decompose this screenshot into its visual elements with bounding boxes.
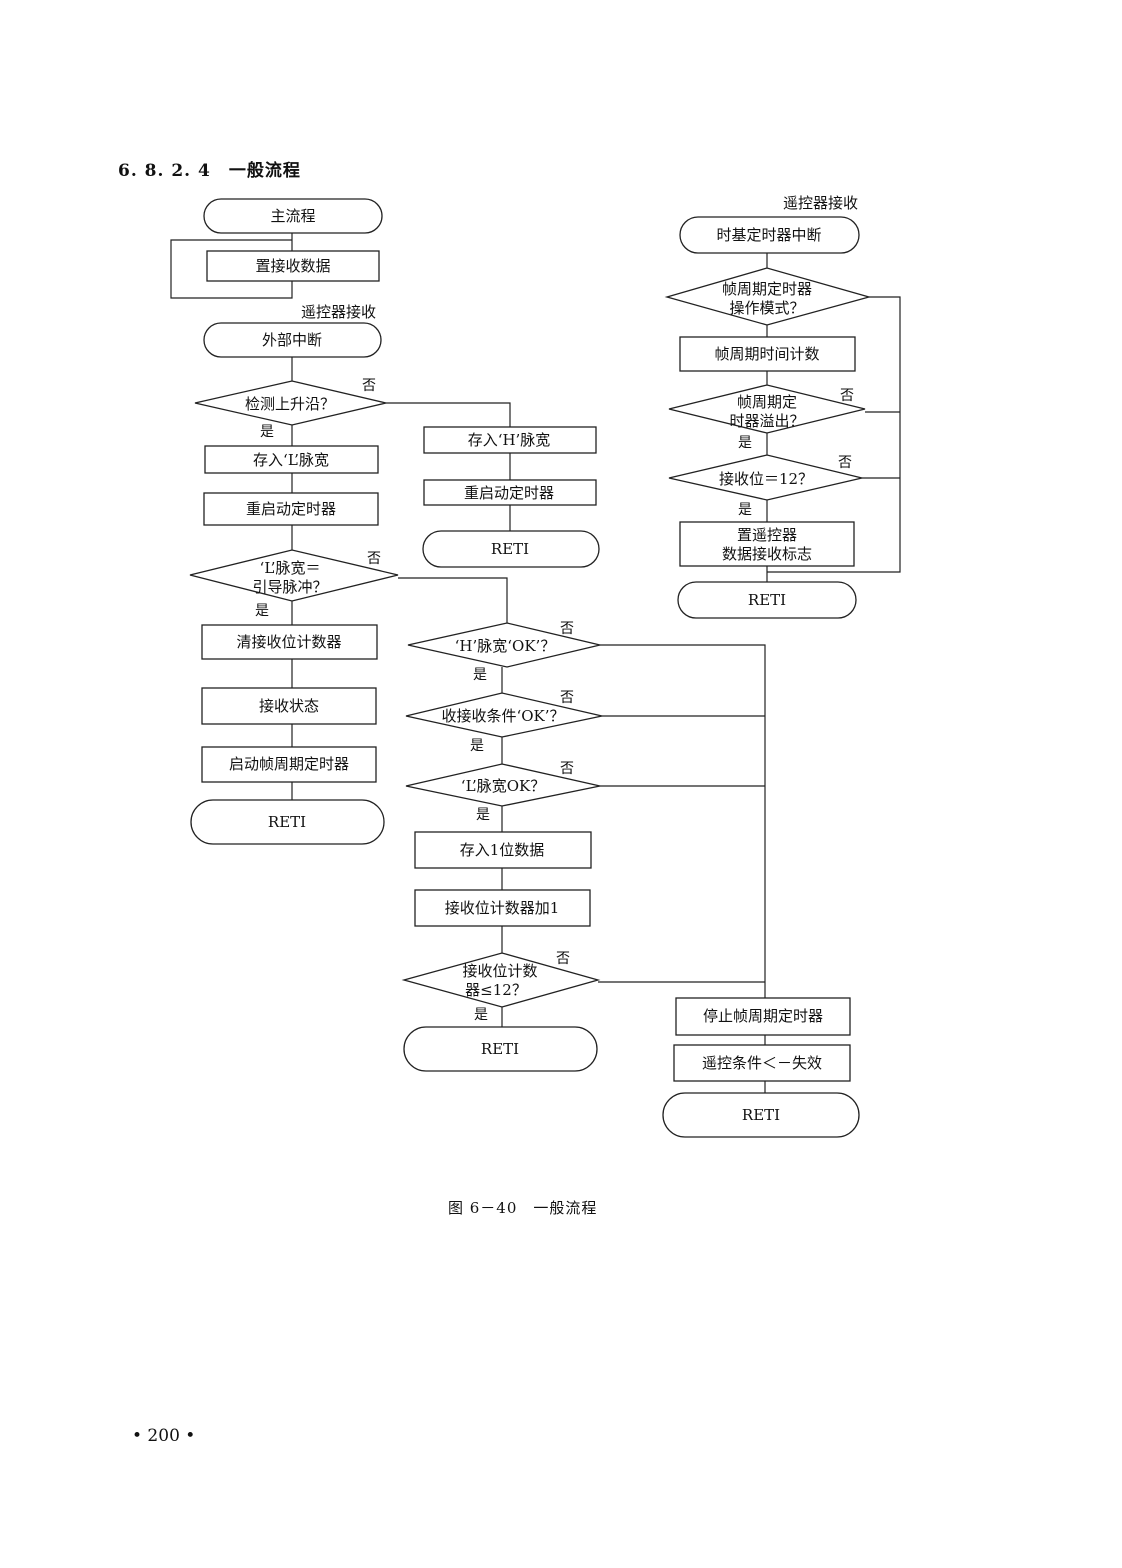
bit-count-no-label: 否 [556, 951, 570, 967]
store-l-width-box [204, 445, 379, 474]
store-h-width-box [423, 426, 597, 454]
receive-state-box [201, 687, 377, 725]
rising-no-branch-reti-label: RETI [491, 540, 529, 558]
clear-bit-counter-label: 清接收位计数器 [236, 633, 341, 651]
overflow-decision-line-2: 时器溢出？ [729, 412, 804, 430]
bits-equal-12-decision [668, 454, 863, 501]
mode-decision-line-1: 帧周期定时器 [722, 280, 812, 298]
bit-count-decision-line-2: 器≤12？ [465, 981, 527, 999]
timer-interrupt-start [679, 216, 860, 254]
restart-timer-2-box [423, 479, 597, 506]
receive-condition-yes-label: 是 [470, 738, 484, 754]
timer-interrupt-reti-label: RETI [748, 591, 786, 609]
overflow-decision [668, 384, 866, 434]
mode-decision-line-2: 操作模式？ [729, 299, 804, 317]
frame-time-count-label: 帧周期时间计数 [714, 345, 819, 363]
receive-condition-decision [405, 692, 603, 738]
condition-invalid-label: 遥控条件＜－失效 [702, 1054, 822, 1072]
rising-edge-decision [194, 380, 387, 426]
store-h-width-label: 存入‘H’脉宽 [468, 431, 551, 449]
connector-lines [170, 233, 901, 1093]
data-branch-reti-label: RETI [481, 1040, 519, 1058]
external-interrupt-reti-label: RETI [268, 813, 306, 831]
l-width-decision [189, 549, 399, 602]
rising-edge-decision-label: 检测上升沿？ [245, 395, 335, 413]
figure-caption: 图 6－40 一般流程 [448, 1199, 598, 1217]
h-width-ok-decision [407, 622, 601, 668]
main-flow-start-label: 主流程 [270, 207, 315, 225]
bit-counter-plus-label: 接收位计数器加1 [445, 899, 560, 917]
l-width-ok-no-label: 否 [560, 761, 574, 777]
overflow-no-label: 否 [840, 388, 854, 404]
set-flag-box [679, 521, 855, 567]
receive-condition-no-label: 否 [560, 690, 574, 706]
store-one-bit-label: 存入1位数据 [460, 841, 545, 859]
set-flag-line-2: 数据接收标志 [722, 545, 812, 563]
bits-equal-12-yes-label: 是 [738, 502, 752, 518]
failure-branch-reti [662, 1092, 860, 1138]
page-number: • 200 • [132, 1426, 196, 1446]
overflow-yes-label: 是 [738, 435, 752, 451]
store-one-bit-box [414, 831, 592, 869]
receive-state-label: 接收状态 [259, 697, 319, 715]
failure-branch-reti-label: RETI [742, 1106, 780, 1124]
set-receive-data-label: 置接收数据 [255, 257, 330, 275]
timer-interrupt-title: 遥控器接收 [783, 194, 858, 212]
set-receive-data-box [206, 250, 380, 282]
mode-decision [664, 267, 872, 326]
restart-timer-box [203, 492, 379, 526]
stop-frame-timer-box [675, 997, 851, 1036]
l-width-ok-label: ‘L’脉宽OK？ [461, 777, 545, 795]
external-interrupt-start [203, 322, 382, 358]
bits-equal-12-label: 接收位＝12？ [719, 470, 813, 488]
bit-count-decision [401, 952, 601, 1008]
bit-count-decision-line-1: 接收位计数 [462, 962, 537, 980]
external-interrupt-start-label: 外部中断 [262, 331, 322, 349]
start-frame-timer-label: 启动帧周期定时器 [229, 755, 349, 773]
overflow-decision-line-1: 帧周期定 [737, 393, 797, 411]
set-flag-line-1: 置遥控器 [737, 526, 797, 544]
rising-edge-yes-label: 是 [260, 424, 274, 440]
timer-interrupt-reti [677, 581, 857, 619]
external-interrupt-title: 遥控器接收 [301, 303, 376, 321]
l-width-decision-line-1: ‘L’脉宽＝ [260, 559, 321, 577]
restart-timer-label: 重启动定时器 [246, 500, 336, 518]
timer-interrupt-start-label: 时基定时器中断 [716, 226, 821, 244]
condition-invalid-box [673, 1044, 851, 1082]
start-frame-timer-box [201, 746, 377, 783]
clear-bit-counter-box [201, 624, 378, 660]
l-width-no-label: 否 [367, 551, 381, 567]
l-width-decision-line-2: 引导脉冲？ [252, 578, 327, 596]
main-flow-start [203, 198, 383, 234]
data-branch-reti [403, 1026, 598, 1072]
h-width-yes-label: 是 [473, 667, 487, 683]
h-width-no-label: 否 [560, 621, 574, 637]
bits-equal-12-no-label: 否 [838, 455, 852, 471]
receive-condition-label: 收接收条件‘OK’？ [441, 707, 564, 725]
l-width-ok-decision [405, 763, 601, 807]
rising-edge-no-label: 否 [362, 378, 376, 394]
rising-no-branch-reti [422, 530, 600, 568]
external-interrupt-reti [190, 799, 385, 845]
section-heading: 6. 8. 2. 4 一般流程 [118, 161, 301, 181]
l-width-ok-yes-label: 是 [476, 807, 490, 823]
bit-counter-plus-box [414, 889, 591, 927]
bit-count-yes-label: 是 [474, 1007, 488, 1023]
stop-frame-timer-label: 停止帧周期定时器 [703, 1007, 823, 1025]
restart-timer-2-label: 重启动定时器 [464, 484, 554, 502]
h-width-ok-label: ‘H’脉宽‘OK’？ [455, 637, 556, 655]
store-l-width-label: 存入‘L’脉宽 [253, 451, 329, 469]
l-width-yes-label: 是 [255, 603, 269, 619]
frame-time-count-box [679, 336, 856, 372]
